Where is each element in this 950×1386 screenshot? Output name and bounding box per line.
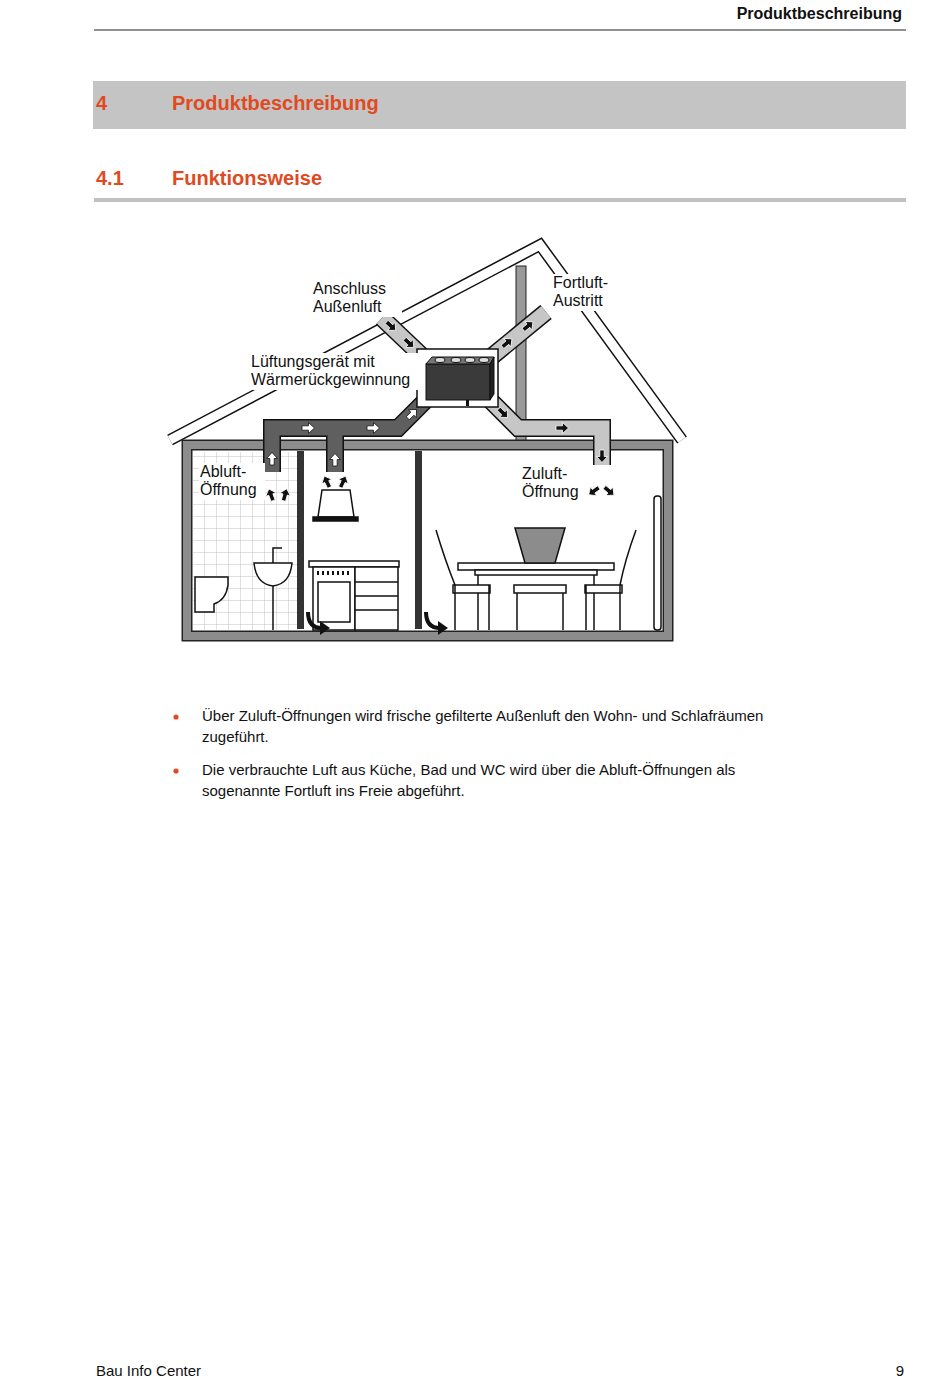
ducts	[272, 312, 602, 472]
diagram-label: Abluft-Öffnung	[199, 463, 265, 500]
kitchen	[309, 490, 399, 630]
diagram-label: Fortluft-Austritt	[552, 274, 624, 311]
ventilation-unit	[417, 349, 498, 407]
airflow-arrow	[335, 474, 350, 490]
airflow-arrow	[367, 423, 380, 434]
chapter-title: Produktbeschreibung	[172, 92, 379, 115]
airflow-arrow	[383, 318, 400, 335]
airflow-arrow	[597, 450, 608, 463]
chapter-band	[93, 81, 906, 129]
page-number: 9	[896, 1362, 904, 1379]
diagram-label: Anschluss Außenluft	[312, 280, 402, 317]
airflow-arrow	[302, 423, 315, 434]
diagram-label: Zuluft-Öffnung	[521, 465, 589, 502]
door-airflow-arrows	[308, 612, 440, 628]
bathroom	[195, 548, 292, 630]
house	[187, 445, 668, 636]
bullet-text: Über Zuluft-Öffnungen wird frische gefil…	[202, 705, 787, 747]
section-title: Funktionsweise	[172, 167, 322, 190]
airflow-arrow	[556, 423, 569, 434]
airflow-arrow	[601, 483, 618, 499]
bullet-dot	[173, 768, 178, 773]
airflow-arrow	[404, 406, 421, 423]
airflow-arrow	[495, 405, 512, 422]
airflow-arrow	[267, 453, 278, 466]
airflow-arrows	[264, 318, 618, 503]
airflow-arrow	[264, 487, 279, 503]
running-header: Produktbeschreibung	[737, 5, 902, 23]
bullet-text: Die verbrauchte Luft aus Küche, Bad und …	[202, 759, 787, 801]
airflow-arrow	[520, 318, 537, 334]
header-rule	[94, 29, 906, 30]
airflow-arrow	[330, 454, 341, 467]
airflow-arrow	[278, 487, 292, 502]
section-rule	[94, 198, 906, 202]
bullet-dot	[173, 714, 178, 719]
dining	[436, 496, 661, 630]
footer-text: Bau Info Center	[96, 1362, 201, 1379]
diagram-label: Lüftungsgerät mit Wärmerückgewinnung	[250, 353, 420, 390]
door-airflow-heads	[320, 621, 448, 635]
chapter-number: 4	[96, 92, 107, 115]
airflow-arrow	[319, 474, 334, 490]
section-number: 4.1	[96, 167, 124, 190]
airflow-arrow	[401, 335, 418, 352]
airflow-arrow	[499, 335, 516, 351]
